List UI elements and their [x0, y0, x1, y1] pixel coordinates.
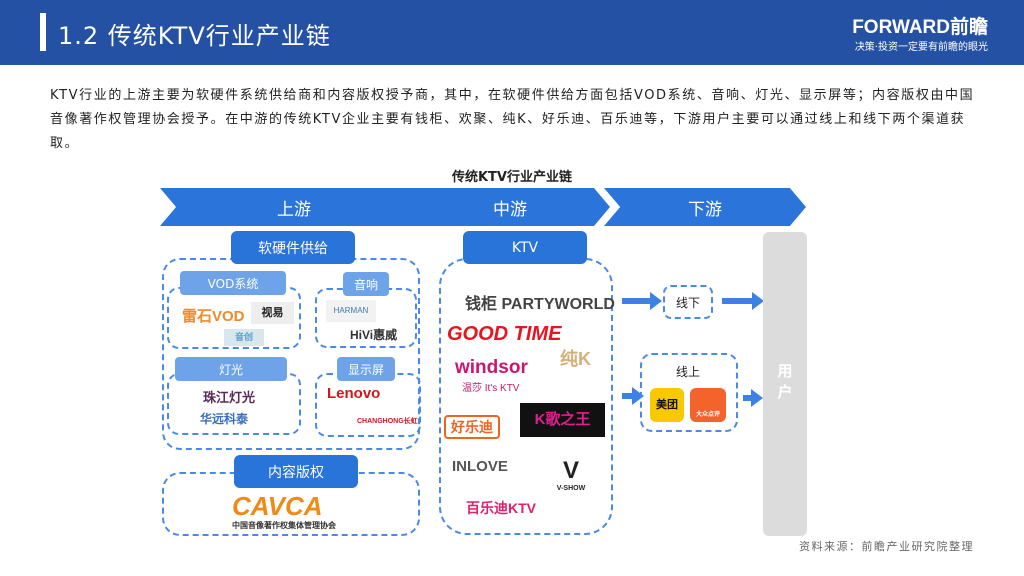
stage-upstream: 上游: [160, 188, 428, 226]
hivi-logo: HiVi惠威: [350, 328, 398, 342]
bailedi-logo: 百乐迪KTV: [466, 500, 536, 516]
dianping-app-icon: 大众点评: [690, 388, 726, 422]
inlove-logo: INLOVE: [452, 458, 508, 475]
partyworld-logo: 钱柜 PARTYWORLD: [465, 296, 615, 313]
offline-label: 线下: [675, 295, 700, 310]
arrow-right-icon: [743, 389, 763, 407]
stage-midstream: 中游: [410, 188, 610, 226]
vshow-label: V-SHOW: [556, 485, 586, 492]
brand-logo: FORWARD前瞻: [852, 17, 988, 38]
cavca-subtitle: 中国音像著作权集体管理协会: [232, 521, 336, 530]
online-channel: [640, 353, 738, 432]
vod-label: VOD系统: [180, 271, 286, 295]
leishi-logo: 雷石VOD: [182, 308, 245, 325]
display-label: 显示屏: [337, 357, 395, 381]
kgezhiwang-logo: K歌之王: [520, 403, 605, 437]
display-group: [315, 373, 421, 437]
shiyi-logo: 视易: [251, 302, 294, 324]
hw-label: 软硬件供给: [231, 231, 355, 264]
page-title: 1.2 传统KTV行业产业链: [58, 22, 331, 50]
yinchuang-logo: 音创: [224, 329, 264, 346]
audio-label: 音响: [343, 272, 389, 296]
meituan-app-icon: 美团: [650, 388, 684, 422]
windsor-logo: windsor: [455, 357, 528, 378]
zhujiang-logo: 珠江灯光: [203, 390, 256, 405]
light-label: 灯光: [175, 357, 287, 381]
changhong-logo: CHANGHONG长虹: [357, 418, 418, 425]
arrow-right-icon: [622, 387, 644, 405]
cavca-logo: CAVCA: [232, 491, 323, 521]
arrow-right-icon: [622, 292, 662, 310]
offline-channel: 线下: [663, 285, 713, 319]
user-column: 用户: [763, 232, 807, 536]
stage-downstream: 下游: [604, 188, 806, 226]
haoledi-logo: 好乐迪: [444, 415, 500, 439]
chart-title: 传统KTV行业产业链: [451, 170, 572, 185]
intro-text: KTV行业的上游主要为软硬件系统供给商和内容版权授予商，其中，在软硬件供给方面包…: [50, 88, 975, 151]
source-note: 资料来源：前瞻产业研究院整理: [799, 540, 974, 553]
arrow-right-icon: [722, 292, 764, 310]
online-label: 线上: [676, 365, 701, 379]
title-accent: [40, 13, 46, 51]
ktv-label: KTV: [463, 231, 587, 264]
windsor-sub: 温莎 It's KTV: [462, 383, 520, 394]
huayuan-logo: 华远科泰: [200, 412, 249, 426]
header-bar: [0, 0, 1024, 65]
brand-slogan: 决策·投资一定要有前瞻的眼光: [854, 42, 988, 53]
copyright-label: 内容版权: [234, 455, 358, 488]
goodtime-logo: GOOD TIME: [447, 323, 562, 345]
harman-logo: HARMAN: [326, 300, 376, 322]
lenovo-logo: Lenovo: [327, 385, 381, 402]
chunk-logo: 纯K: [560, 349, 591, 369]
